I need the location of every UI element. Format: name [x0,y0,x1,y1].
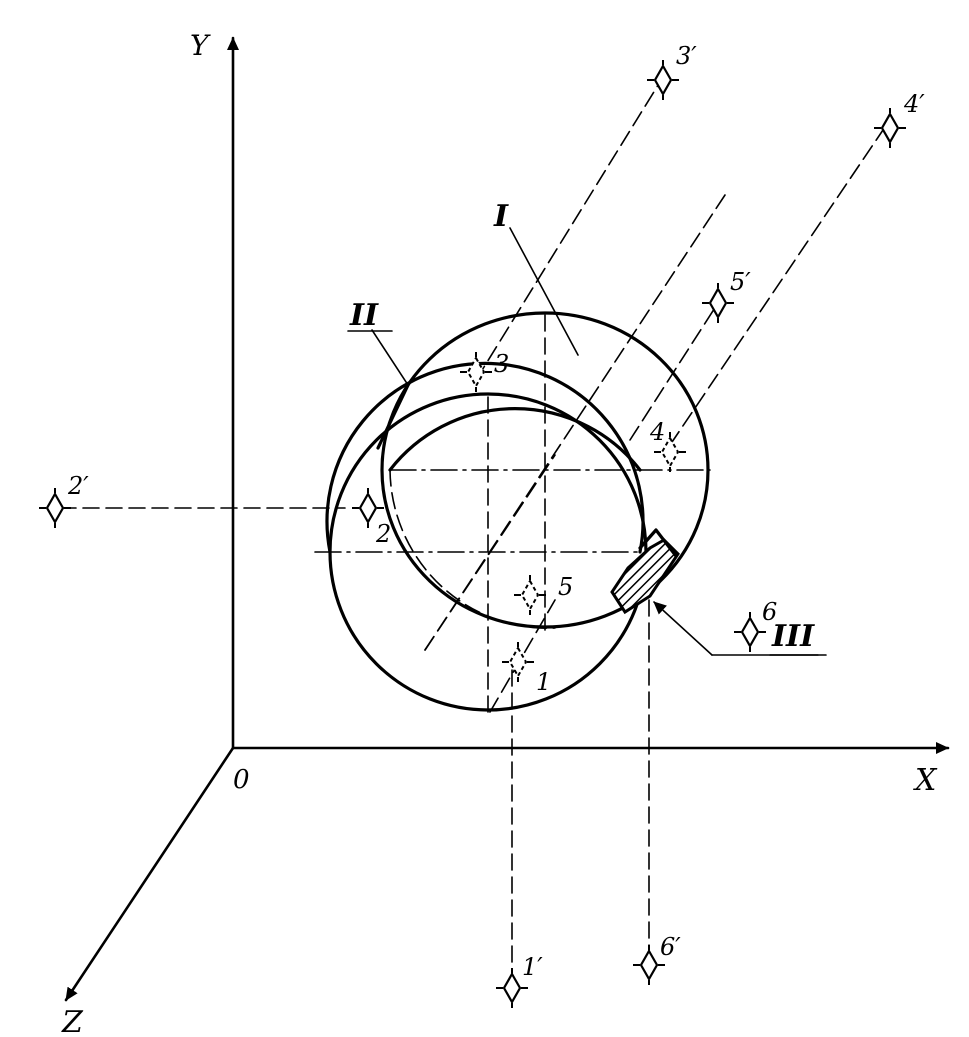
point-4-prime-marker [872,106,908,150]
y-axis-label: Y [190,29,211,62]
point-5-prime-label: 5′ [730,268,751,296]
axes-group: Y X Z 0 [61,29,950,1037]
point-2-label: 2 [375,520,391,548]
point-1-label: 1 [536,668,551,696]
projection-line-4 [669,129,884,446]
point-1-prime-label: 1′ [522,953,543,981]
z-axis-label: Z [61,1005,84,1037]
cutout-III [610,528,819,656]
point-4-label: 4 [649,418,665,446]
point-labels: 2′ 1′ 6′ 3′ 4′ 5′ 6 2 3 4 5 1 [67,42,925,981]
cutout-edge [638,528,678,558]
rear-base-ellipse [380,311,710,629]
point-5-label: 5 [558,573,573,601]
point-5-marker [513,574,547,616]
point-3-marker [459,351,493,393]
x-axis-label: X [913,763,938,798]
region-labels: I II III [347,199,827,656]
z-axis [64,746,235,1002]
cylinder [325,311,710,712]
point-2-prime-label: 2′ [67,472,89,500]
point-4-prime-label: 4′ [903,90,925,118]
generatrix-line-c [489,599,556,713]
hidden-rear-arc [389,469,556,629]
leader-arrow-III [653,601,713,656]
point-markers [37,58,908,1010]
leader-line-I [509,227,579,356]
point-1-marker [501,641,535,683]
region-I-label: I [493,199,509,234]
projection-lines [59,81,884,976]
projection-line-3 [475,81,661,381]
point-6-prime-label: 6′ [660,933,681,961]
region-III-label: III [771,619,815,654]
hatched-section [610,538,680,615]
leader-line-II [371,329,409,386]
region-II-label: II [349,298,379,333]
point-2-prime-marker [37,486,73,530]
origin-label: 0 [233,765,250,795]
front-base-mask [325,361,645,554]
point-3-prime-label: 3′ [676,42,697,70]
point-6-label: 6 [762,598,777,626]
point-3-label: 3 [494,350,509,378]
contour-generatrix [376,383,410,450]
center-lines [314,227,711,553]
